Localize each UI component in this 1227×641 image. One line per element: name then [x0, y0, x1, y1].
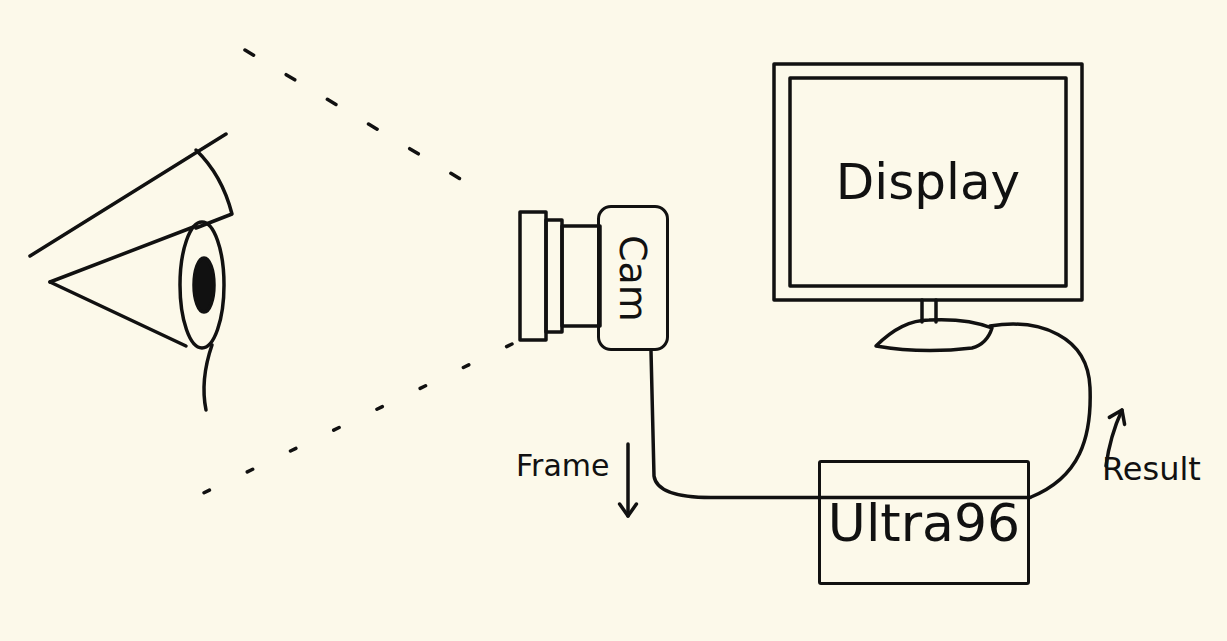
- node-label: Display: [836, 153, 1020, 211]
- sight-line: [245, 50, 472, 186]
- eye-outline: [50, 226, 196, 282]
- eye-iris: [180, 222, 224, 348]
- eye-outline: [204, 345, 212, 410]
- monitor-base: [876, 320, 992, 351]
- wire-line: [651, 351, 1030, 498]
- edge-label: Result: [1102, 450, 1201, 488]
- monitor-screen: [790, 78, 1066, 286]
- node-label: Cam: [611, 235, 655, 322]
- edge-label: Frame: [516, 448, 609, 483]
- eye-outline: [50, 282, 186, 346]
- text-holder: Cam: [600, 208, 666, 348]
- camera-lens: [520, 212, 546, 340]
- eye-pupil: [194, 258, 214, 312]
- board-box: Ultra96: [818, 460, 1030, 585]
- text-holder: Display: [790, 78, 1066, 286]
- text-holder: Ultra96: [821, 463, 1027, 582]
- direction-arrow: [626, 444, 630, 516]
- camera-body: Cam: [597, 205, 669, 351]
- monitor-frame: [774, 64, 1082, 300]
- arrow-head: [620, 504, 637, 516]
- camera-lens: [562, 226, 600, 326]
- wire-connector: [620, 351, 1030, 516]
- arrow-head: [1109, 410, 1124, 424]
- camera-lens: [546, 220, 562, 332]
- wire-line: [990, 324, 1090, 497]
- eye-lid: [196, 150, 232, 228]
- node-label: Ultra96: [828, 493, 1020, 553]
- display-monitor: Display: [772, 62, 1084, 358]
- sight-line: [185, 344, 512, 502]
